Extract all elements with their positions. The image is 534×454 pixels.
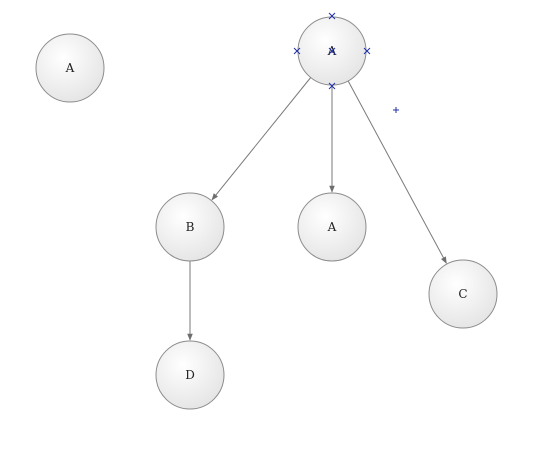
selection-handle-right-icon[interactable]	[363, 47, 371, 55]
nodes-layer: AABACD	[35, 16, 498, 410]
node-b-n3[interactable]: B	[155, 192, 225, 262]
node-circle[interactable]	[297, 192, 367, 262]
node-circle[interactable]	[35, 33, 105, 103]
selection-handle-bottom-icon[interactable]	[328, 82, 336, 90]
edges-layer	[187, 77, 447, 341]
node-label: A	[327, 220, 337, 234]
node-a-n1[interactable]: A	[35, 33, 105, 103]
node-c-n5[interactable]: C	[428, 259, 498, 329]
edge-a-to-b[interactable]	[211, 77, 312, 201]
selection-handle-top-icon[interactable]	[328, 12, 336, 20]
edge-a-to-c[interactable]	[347, 80, 447, 264]
selection-handle-center-icon[interactable]	[328, 47, 336, 55]
node-label: A	[65, 61, 75, 75]
node-circle[interactable]	[155, 192, 225, 262]
node-d-n6[interactable]: D	[155, 340, 225, 410]
node-label: C	[458, 287, 467, 301]
node-circle[interactable]	[428, 259, 498, 329]
node-label: D	[185, 368, 195, 382]
node-label: B	[186, 220, 195, 234]
selection-handle-left-icon[interactable]	[293, 47, 301, 55]
selection-handles	[293, 12, 399, 113]
node-a-n4[interactable]: A	[297, 192, 367, 262]
node-circle[interactable]	[155, 340, 225, 410]
edge-connection-point-icon[interactable]	[393, 107, 399, 113]
